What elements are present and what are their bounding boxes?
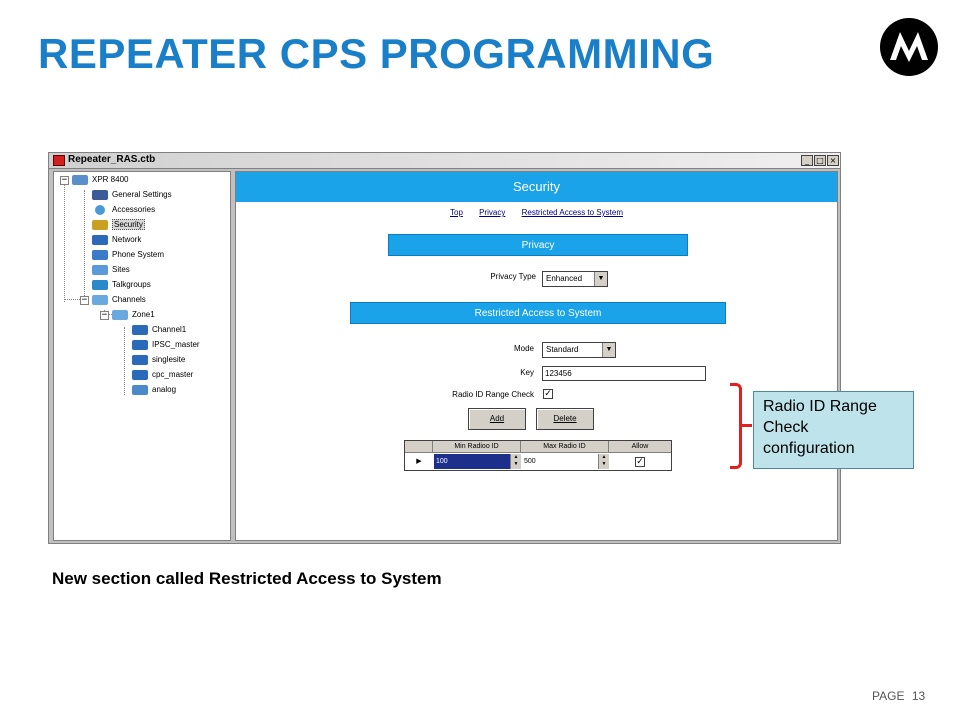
callout-line-1: Radio ID Range xyxy=(763,398,877,415)
network-icon xyxy=(92,235,108,245)
tree-item-ipsc-master[interactable]: IPSC_master xyxy=(132,338,200,352)
tree-item-channels[interactable]: Channels xyxy=(92,293,146,307)
tree-item-sites[interactable]: Sites xyxy=(92,263,130,277)
tree-item-accessories[interactable]: Accessories xyxy=(92,203,155,217)
tree-item-zone1[interactable]: Zone1 xyxy=(112,308,155,322)
callout-line-3: configuration xyxy=(763,440,855,457)
page-number: PAGE 13 xyxy=(872,689,925,703)
link-top[interactable]: Top xyxy=(450,208,463,217)
security-panel: Security Top Privacy Restricted Access t… xyxy=(235,171,838,541)
channel-icon xyxy=(132,340,148,350)
key-input[interactable]: 123456 xyxy=(542,366,706,381)
motorola-logo xyxy=(880,18,938,76)
column-header-min: Min Radioo ID xyxy=(433,441,521,453)
chevron-down-icon: ▼ xyxy=(602,343,615,357)
page-value: 13 xyxy=(911,689,926,703)
add-button[interactable]: Add xyxy=(468,408,526,430)
expand-channels-icon[interactable]: − xyxy=(80,295,89,305)
channel-icon xyxy=(132,385,148,395)
column-header-max: Max Radio ID xyxy=(521,441,609,453)
privacy-type-select[interactable]: Enhanced ▼ xyxy=(542,271,608,287)
row-selector-icon[interactable]: ▶ xyxy=(416,458,422,465)
accessories-icon xyxy=(95,205,105,215)
callout-line-2: Check xyxy=(763,419,809,436)
window-titlebar: Repeater_RAS.ctb _ □ × xyxy=(49,153,840,169)
tree-item-phone-system[interactable]: Phone System xyxy=(92,248,164,262)
key-label: Key xyxy=(520,368,534,377)
channel-icon xyxy=(132,355,148,365)
panel-links: Top Privacy Restricted Access to System xyxy=(236,208,837,217)
privacy-section-header: Privacy xyxy=(388,234,688,256)
spinner-icon[interactable]: ▲▼ xyxy=(510,454,521,469)
channel-icon xyxy=(132,325,148,335)
callout-box: Radio ID Range Check configuration xyxy=(753,391,914,469)
slide-title: REPEATER CPS PROGRAMMING xyxy=(38,30,715,77)
allow-checkbox[interactable]: ✓ xyxy=(635,457,645,467)
column-header-allow: Allow xyxy=(609,441,671,453)
page-label: PAGE xyxy=(872,689,905,703)
privacy-type-label: Privacy Type xyxy=(490,272,536,281)
key-icon xyxy=(92,220,108,230)
callout-bracket-tick xyxy=(742,424,752,427)
expand-root-icon[interactable]: − xyxy=(60,175,69,185)
app-icon xyxy=(53,155,65,166)
callout-bracket xyxy=(730,383,742,469)
min-radio-id-cell[interactable]: 100 ▲▼ xyxy=(434,454,521,469)
folder-icon xyxy=(112,310,128,320)
minimize-button[interactable]: _ xyxy=(801,155,813,166)
tree-item-channel1[interactable]: Channel1 xyxy=(132,323,186,337)
codeplug-tree: − XPR 8400 General Settings Accessories … xyxy=(53,171,231,541)
ras-section-header: Restricted Access to System xyxy=(350,302,726,324)
chevron-down-icon: ▼ xyxy=(594,272,607,286)
tree-item-talkgroups[interactable]: Talkgroups xyxy=(92,278,151,292)
phone-icon xyxy=(92,250,108,260)
expand-zone-icon[interactable]: − xyxy=(100,310,109,320)
tree-item-cpc-master[interactable]: cpc_master xyxy=(132,368,193,382)
talkgroups-icon xyxy=(92,280,108,290)
link-privacy[interactable]: Privacy xyxy=(479,208,506,217)
repeater-icon xyxy=(72,175,88,185)
spinner-icon[interactable]: ▲▼ xyxy=(598,454,609,469)
maximize-button[interactable]: □ xyxy=(814,155,826,166)
tree-item-network[interactable]: Network xyxy=(92,233,141,247)
tree-item-analog[interactable]: analog xyxy=(132,383,176,397)
tree-item-security[interactable]: Security xyxy=(92,218,145,232)
panel-header: Security xyxy=(236,172,837,202)
delete-button[interactable]: Delete xyxy=(536,408,594,430)
mode-select[interactable]: Standard ▼ xyxy=(542,342,616,358)
cps-window: Repeater_RAS.ctb _ □ × − XPR 8400 Genera… xyxy=(48,152,841,544)
sites-icon xyxy=(92,265,108,275)
range-check-checkbox[interactable]: ✓ xyxy=(543,389,553,399)
radio-id-range-table: Min Radioo ID Max Radio ID Allow ▶ 100 ▲… xyxy=(404,440,672,471)
folder-icon xyxy=(92,295,108,305)
channel-icon xyxy=(132,370,148,380)
close-button[interactable]: × xyxy=(827,155,839,166)
settings-icon xyxy=(92,190,108,200)
range-check-label: Radio ID Range Check xyxy=(452,390,534,399)
slide-caption: New section called Restricted Access to … xyxy=(52,569,442,588)
mode-label: Mode xyxy=(513,344,534,353)
link-restricted-access[interactable]: Restricted Access to System xyxy=(521,208,623,217)
tree-item-general-settings[interactable]: General Settings xyxy=(92,188,172,202)
max-radio-id-cell[interactable]: 500 ▲▼ xyxy=(522,454,609,469)
tree-item-singlesite[interactable]: singlesite xyxy=(132,353,185,367)
window-title: Repeater_RAS.ctb xyxy=(68,154,156,165)
tree-root[interactable]: XPR 8400 xyxy=(72,173,128,187)
row-header-corner xyxy=(405,441,433,453)
